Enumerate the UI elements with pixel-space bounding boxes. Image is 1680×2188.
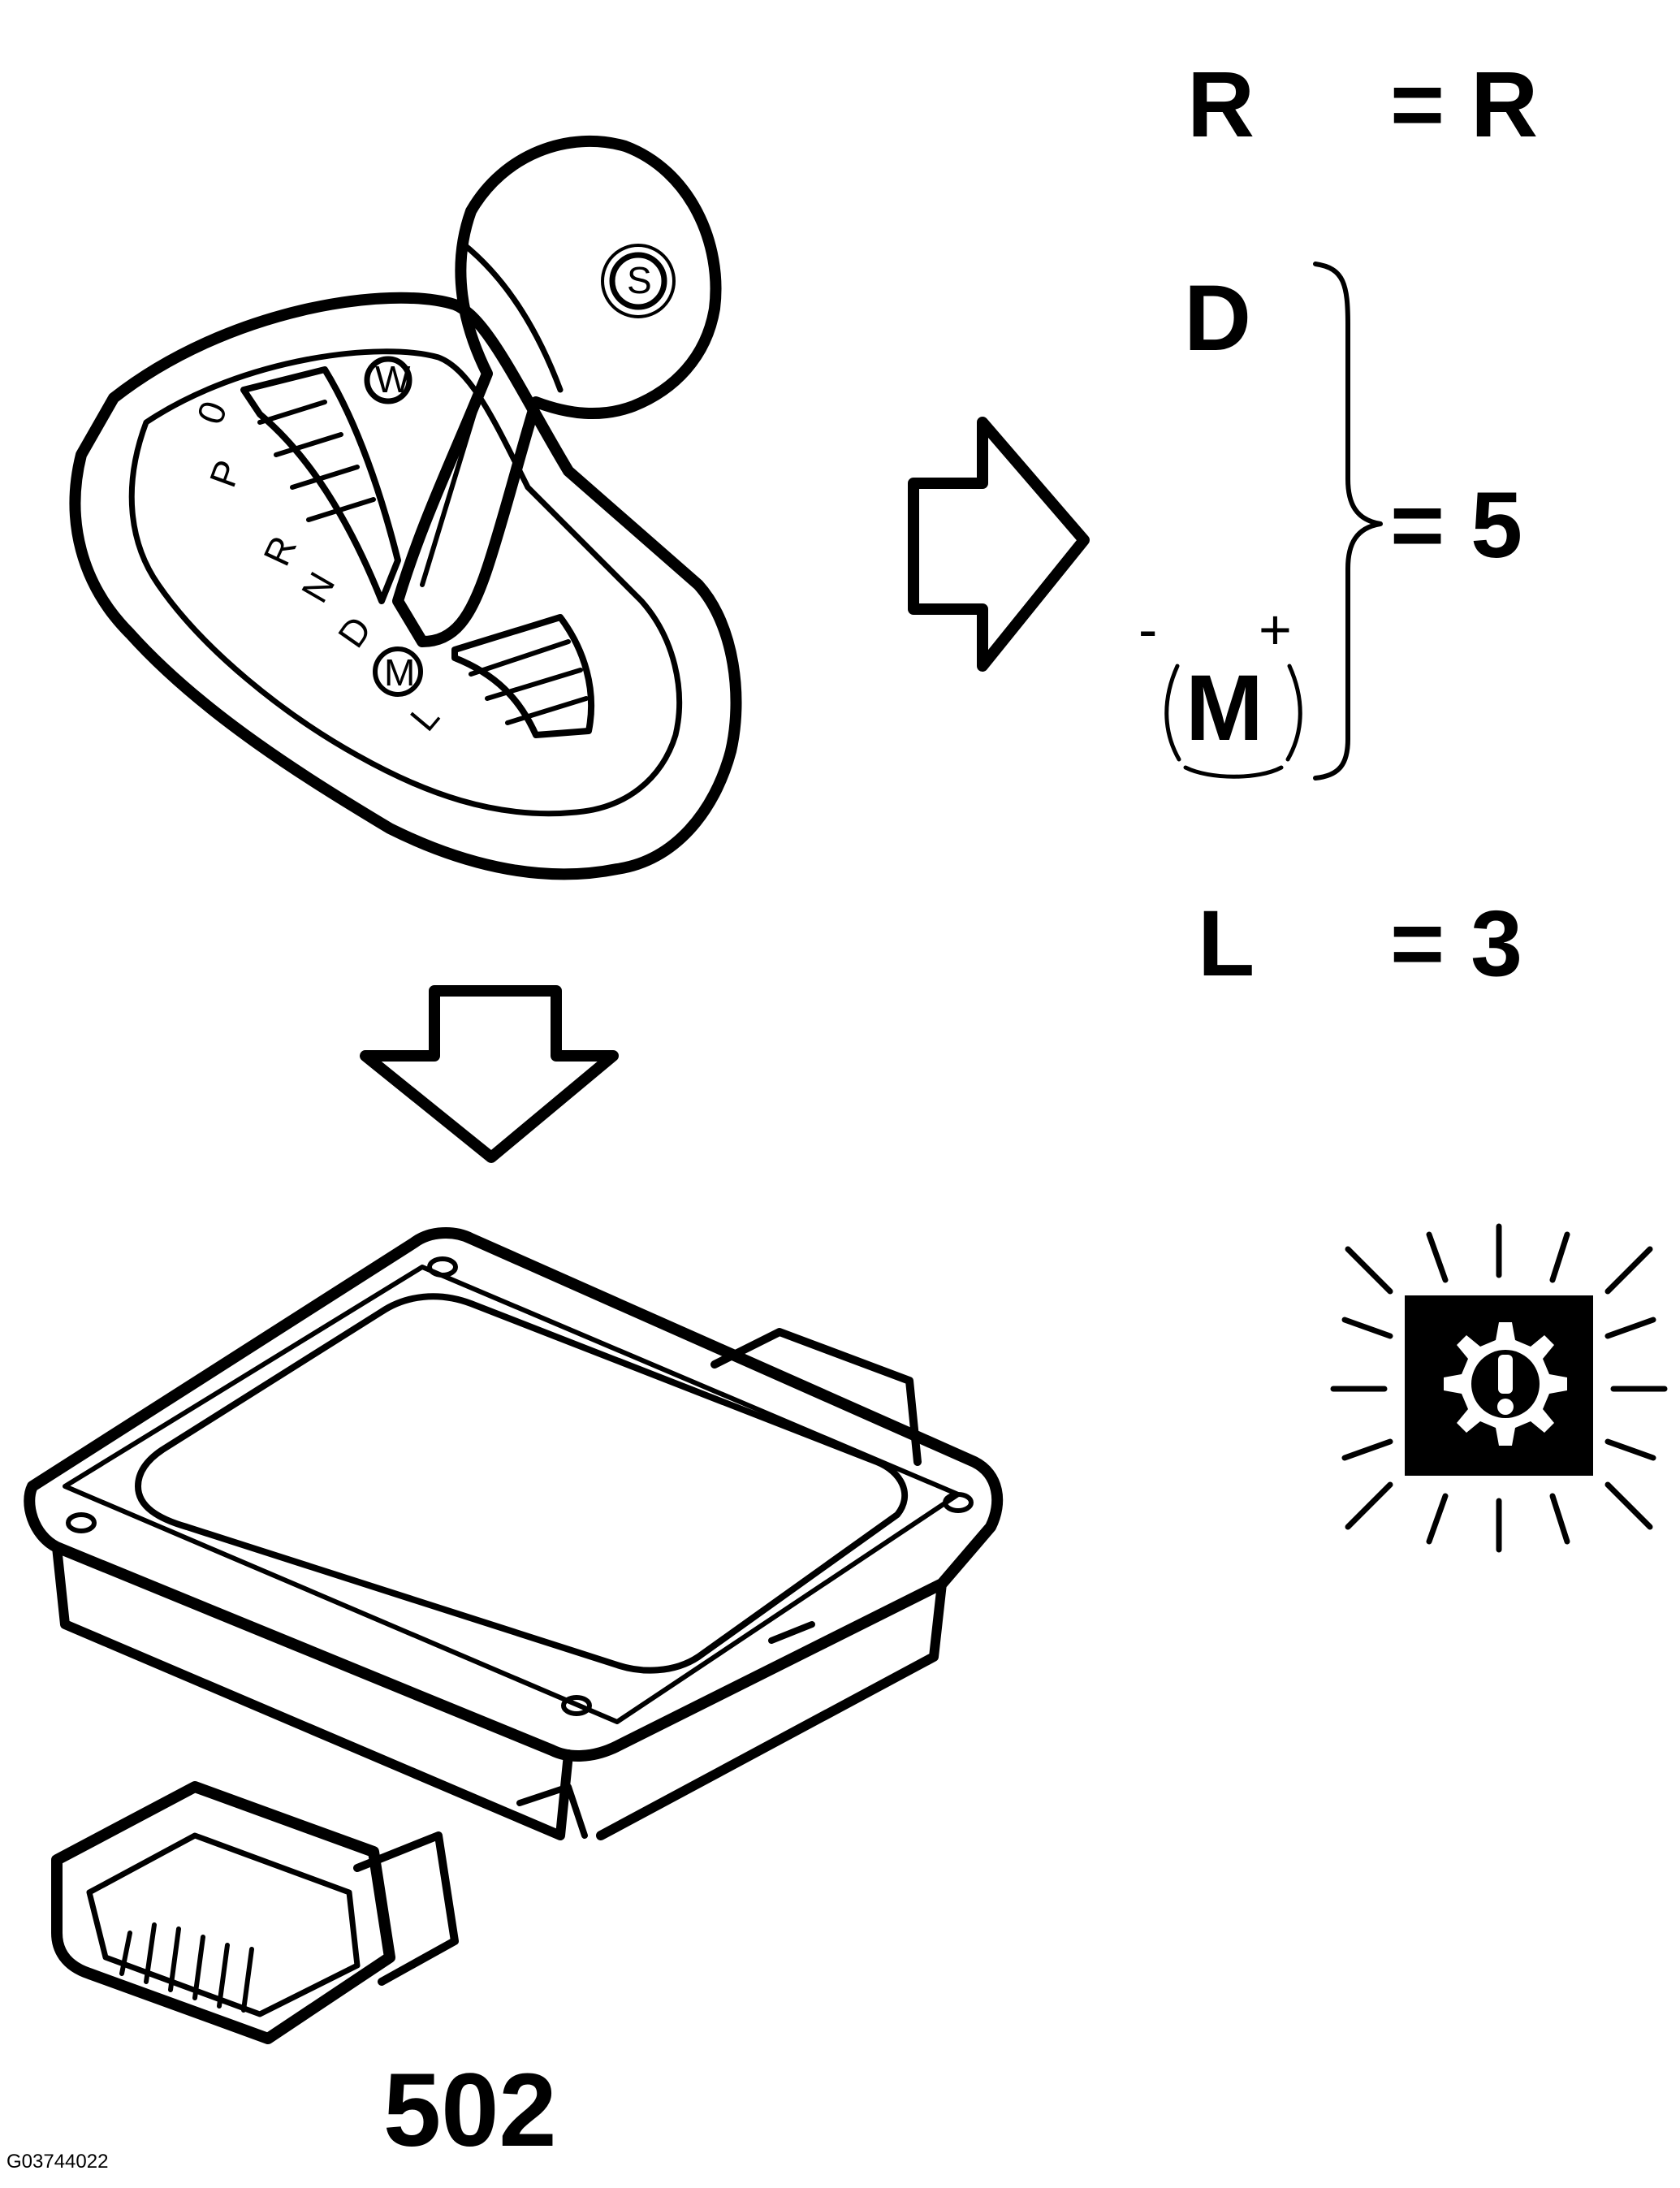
mode-button-m-icon [373, 646, 423, 697]
figure-code: G03744022 [6, 2151, 109, 2173]
gear-d-label: D [1184, 266, 1252, 370]
gear-l-label: L [1198, 892, 1255, 996]
component-number: 502 [383, 2052, 557, 2169]
transmission-warning-light-icon [1330, 1223, 1668, 1553]
gear-r-result: = R [1390, 53, 1539, 157]
gear-l-result: = 3 [1390, 892, 1523, 996]
button-s-letter: S [627, 259, 652, 301]
mode-button-w-icon [364, 356, 412, 404]
manual-plus-sign: + [1259, 598, 1292, 661]
gate-label-m: M [384, 651, 416, 694]
arrow-down-icon [360, 985, 619, 1163]
mode-button-s-icon [609, 252, 667, 310]
gear-r-label: R [1187, 53, 1255, 157]
manual-minus-sign: - [1138, 598, 1158, 661]
arrow-right-icon [908, 417, 1090, 672]
control-module-502 [24, 1227, 1004, 2044]
manual-m-letter: M [1186, 656, 1263, 760]
gear-selector [69, 135, 742, 880]
bracket-brace [1313, 262, 1383, 781]
manual-mode-symbol-icon [1164, 664, 1302, 779]
button-w-letter: W [375, 358, 411, 400]
gear-d-result: = 5 [1390, 473, 1523, 577]
